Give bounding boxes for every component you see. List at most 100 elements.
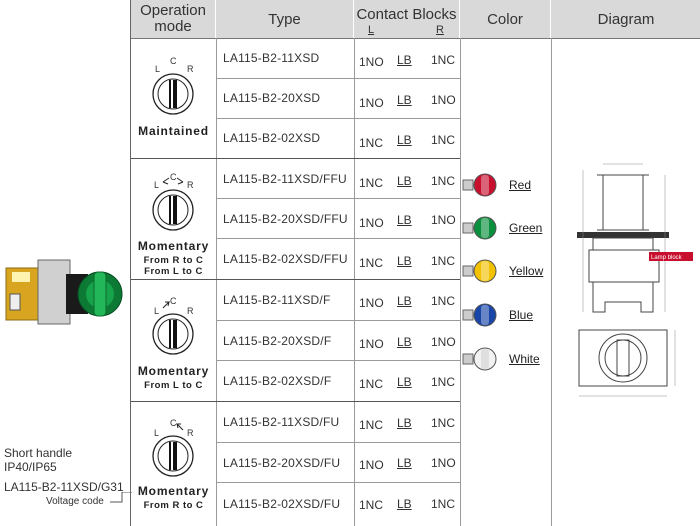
type-cell: LA115-B2-20XSD/FU <box>223 456 341 470</box>
contact-lb-cell: LB <box>397 416 412 430</box>
contact-l-cell: 1NO <box>359 296 384 310</box>
header-contact-blocks: Contact Blocks L R <box>354 0 460 38</box>
row-divider <box>216 320 460 321</box>
svg-text:L: L <box>154 306 159 316</box>
type-cell: LA115-B2-02XSD <box>223 131 321 145</box>
svg-text:C: C <box>170 172 177 182</box>
svg-text:L: L <box>154 180 159 190</box>
header-color: Color <box>460 0 551 38</box>
type-cell: LA115-B2-02XSD/FFU <box>223 252 348 266</box>
selector-knob-icon: L C R <box>152 296 194 355</box>
svg-text:C: C <box>170 56 177 66</box>
contact-r-cell: 1NC <box>431 53 456 67</box>
mode-subtitle: From R to C <box>143 255 204 266</box>
row-divider <box>216 442 460 443</box>
contact-l-cell: 1NC <box>359 498 384 512</box>
handle-type-text: Short handle <box>4 446 73 460</box>
product-photo <box>5 259 123 325</box>
header-contact-r: R <box>436 24 444 36</box>
mode-subtitle: From L to C <box>144 380 203 391</box>
row-divider <box>216 238 460 239</box>
color-option-white: White <box>461 344 549 374</box>
contact-r-cell: 1NC <box>431 294 456 308</box>
contact-lb-cell: LB <box>397 174 412 188</box>
mode-subtitle: From R to C <box>143 500 204 511</box>
dimension-diagram: Lamp block <box>577 163 693 397</box>
type-cell: LA115-B2-11XSD/FU <box>223 415 340 429</box>
type-cell: LA115-B2-20XSD/FFU <box>223 212 348 226</box>
color-option-yellow: Yellow <box>461 256 549 286</box>
col-divider <box>216 38 217 526</box>
svg-text:R: R <box>187 180 194 190</box>
contact-lb-cell: LB <box>397 254 412 268</box>
selector-knob-icon: L C R <box>152 418 194 477</box>
color-label: Red <box>509 178 532 192</box>
selector-knob-icon: L C R <box>152 172 194 231</box>
voltage-code-pointer <box>110 492 132 503</box>
green-button-icon <box>462 216 497 240</box>
color-label: Green <box>509 221 543 235</box>
contact-l-cell: 1NO <box>359 458 384 472</box>
contact-l-cell: 1NC <box>359 377 384 391</box>
row-divider <box>216 482 460 483</box>
contact-lb-cell: LB <box>397 213 412 227</box>
contact-l-cell: 1NO <box>359 216 384 230</box>
header-type: Type <box>216 0 354 38</box>
type-cell: LA115-B2-20XSD <box>223 91 321 105</box>
contact-l-cell: 1NC <box>359 176 384 190</box>
contact-r-cell: 1NC <box>431 375 456 389</box>
mode-subtitle: From L to C <box>144 266 203 277</box>
table-header: Operation mode Type Contact Blocks L R C… <box>131 0 700 39</box>
contact-lb-cell: LB <box>397 335 412 349</box>
type-cell: LA115-B2-11XSD <box>223 51 320 65</box>
red-button-icon <box>462 173 497 197</box>
contact-l-cell: 1NO <box>359 96 384 110</box>
col-divider <box>460 38 461 526</box>
model-code-text: LA115-B2-11XSD/G31 <box>4 480 124 494</box>
row-divider <box>216 198 460 199</box>
color-label: White <box>509 352 540 366</box>
mode-title: Maintained <box>138 124 209 138</box>
contact-r-cell: 1NC <box>431 416 456 430</box>
spec-table: Operation mode Type Contact Blocks L R C… <box>130 0 700 526</box>
row-divider <box>216 118 460 119</box>
selector-knob-icon: L C R <box>152 56 194 115</box>
yellow-button-icon <box>462 259 497 283</box>
blue-button-icon <box>462 303 497 327</box>
svg-text:R: R <box>187 428 194 438</box>
color-label: Blue <box>509 308 534 322</box>
contact-lb-cell: LB <box>397 93 412 107</box>
contact-r-cell: 1NC <box>431 254 456 268</box>
type-cell: LA115-B2-11XSD/FFU <box>223 172 347 186</box>
contact-lb-cell: LB <box>397 456 412 470</box>
contact-l-cell: 1NO <box>359 55 384 69</box>
type-cell: LA115-B2-02XSD/F <box>223 374 332 388</box>
color-option-blue: Blue <box>461 300 549 330</box>
contact-lb-cell: LB <box>397 375 412 389</box>
contact-lb-cell: LB <box>397 497 412 511</box>
type-cell: LA115-B2-11XSD/F <box>223 293 331 307</box>
svg-text:L: L <box>154 428 159 438</box>
svg-text:R: R <box>187 64 194 74</box>
header-operation-mode: Operation mode <box>131 0 216 38</box>
type-cell: LA115-B2-20XSD/F <box>223 334 332 348</box>
sidebar: Short handle IP40/IP65 LA115-B2-11XSD/G3… <box>0 0 132 526</box>
group-divider <box>131 158 460 159</box>
col-divider <box>551 38 552 526</box>
contact-lb-cell: LB <box>397 294 412 308</box>
contact-r-cell: 1NO <box>431 93 456 107</box>
mode-title: Momentary <box>137 239 210 253</box>
svg-text:L: L <box>155 64 160 74</box>
contact-l-cell: 1NC <box>359 256 384 270</box>
col-divider <box>354 38 355 526</box>
svg-text:C: C <box>170 296 177 306</box>
contact-l-cell: 1NO <box>359 337 384 351</box>
group-divider <box>131 279 460 280</box>
mode-title: Momentary <box>137 484 210 498</box>
header-diagram: Diagram <box>597 10 655 28</box>
svg-text:R: R <box>187 306 194 316</box>
color-option-red: Red <box>461 170 549 200</box>
contact-r-cell: 1NO <box>431 213 456 227</box>
type-cell: LA115-B2-02XSD/FU <box>223 497 341 511</box>
voltage-code-label: Voltage code <box>46 496 104 507</box>
